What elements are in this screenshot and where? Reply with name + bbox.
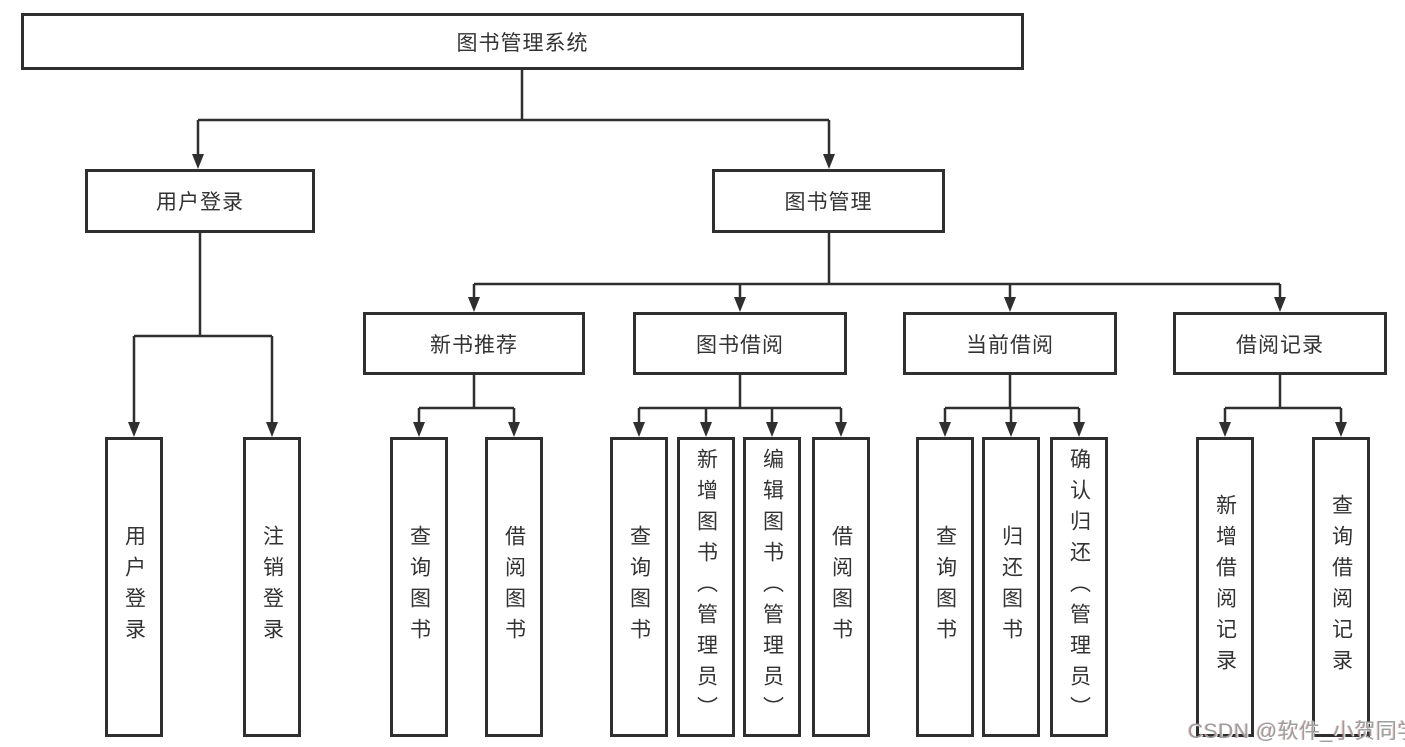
leaf-return-book: 归还图书 — [982, 437, 1040, 737]
leaf-user-login-label: 用户登录 — [122, 525, 146, 649]
connector-book-borrow-to-leaves — [637, 375, 843, 423]
leaf-query-books-recommend-label: 查询图书 — [407, 525, 431, 649]
leaf-confirm-return-admin-label: 确认归还（管理员） — [1067, 447, 1091, 727]
connector-root-to-level2 — [196, 70, 831, 156]
arrowheads-sections — [468, 297, 1286, 312]
node-borrow-records: 借阅记录 — [1173, 312, 1387, 375]
leaf-add-borrow-record-label: 新增借阅记录 — [1213, 494, 1237, 680]
connector-book-management-to-sections — [472, 233, 1282, 298]
arrowheads-current-borrow — [939, 422, 1085, 437]
node-book-borrow: 图书借阅 — [633, 312, 847, 375]
node-book-management-branch: 图书管理 — [712, 169, 945, 233]
leaf-add-book-admin-label: 新增图书（管理员） — [694, 447, 718, 727]
connector-current-borrow-to-leaves — [943, 375, 1081, 423]
leaf-add-book-admin: 新增图书（管理员） — [677, 437, 735, 737]
leaf-query-borrow-record: 查询借阅记录 — [1312, 437, 1370, 737]
leaf-return-book-label: 归还图书 — [999, 525, 1023, 649]
csdn-watermark: CSDN @软件_小贺同学 — [1188, 720, 1405, 743]
connector-user-login-to-leaves — [132, 233, 274, 423]
connector-new-book-recommend-to-leaves — [417, 375, 516, 423]
leaf-query-borrow-record-label: 查询借阅记录 — [1329, 494, 1353, 680]
node-user-login-branch: 用户登录 — [85, 169, 315, 233]
leaf-borrow-books: 借阅图书 — [812, 437, 870, 737]
node-library-management-system: 图书管理系统 — [21, 13, 1024, 70]
leaf-edit-book-admin-label: 编辑图书（管理员） — [760, 447, 784, 727]
leaf-query-books-borrow: 查询图书 — [610, 437, 668, 737]
leaf-query-books-current: 查询图书 — [916, 437, 974, 737]
leaf-borrow-books-recommend-label: 借阅图书 — [502, 525, 526, 649]
leaf-confirm-return-admin: 确认归还（管理员） — [1050, 437, 1108, 737]
connector-borrow-records-to-leaves — [1223, 375, 1343, 423]
arrowheads-new-book-recommend — [413, 422, 520, 437]
leaf-borrow-books-label: 借阅图书 — [829, 525, 853, 649]
leaf-borrow-books-recommend: 借阅图书 — [485, 437, 543, 737]
leaf-user-login: 用户登录 — [105, 437, 163, 737]
node-current-borrow: 当前借阅 — [903, 312, 1117, 375]
arrowheads-borrow-records — [1219, 422, 1347, 437]
arrowheads-user-login-leaves — [128, 422, 278, 437]
leaf-add-borrow-record: 新增借阅记录 — [1196, 437, 1254, 737]
arrowheads-book-borrow — [633, 422, 847, 437]
leaf-edit-book-admin: 编辑图书（管理员） — [743, 437, 801, 737]
node-new-book-recommend: 新书推荐 — [363, 312, 585, 375]
leaf-logout-label: 注销登录 — [260, 525, 284, 649]
leaf-query-books-borrow-label: 查询图书 — [627, 525, 651, 649]
leaf-logout: 注销登录 — [243, 437, 301, 737]
arrowheads-level2 — [192, 154, 835, 169]
leaf-query-books-recommend: 查询图书 — [390, 437, 448, 737]
leaf-query-books-current-label: 查询图书 — [933, 525, 957, 649]
